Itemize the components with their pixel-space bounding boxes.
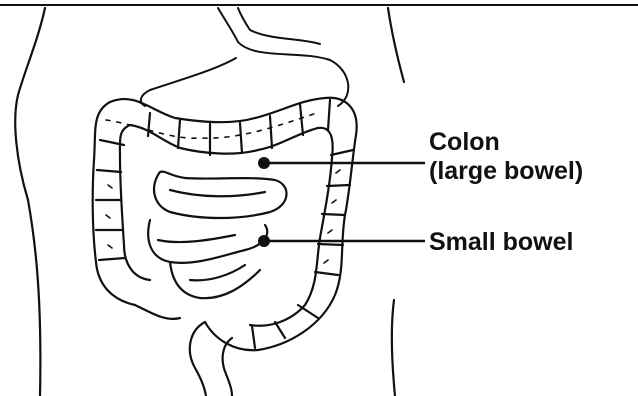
small-bowel-leader-dot	[258, 235, 270, 247]
colon-leader-dot	[258, 157, 270, 169]
colon-label-line2: (large bowel)	[429, 157, 583, 186]
colon-label-line1: Colon	[429, 128, 583, 157]
small-bowel-label: Small bowel	[429, 228, 573, 257]
colon-label: Colon (large bowel)	[429, 128, 583, 186]
